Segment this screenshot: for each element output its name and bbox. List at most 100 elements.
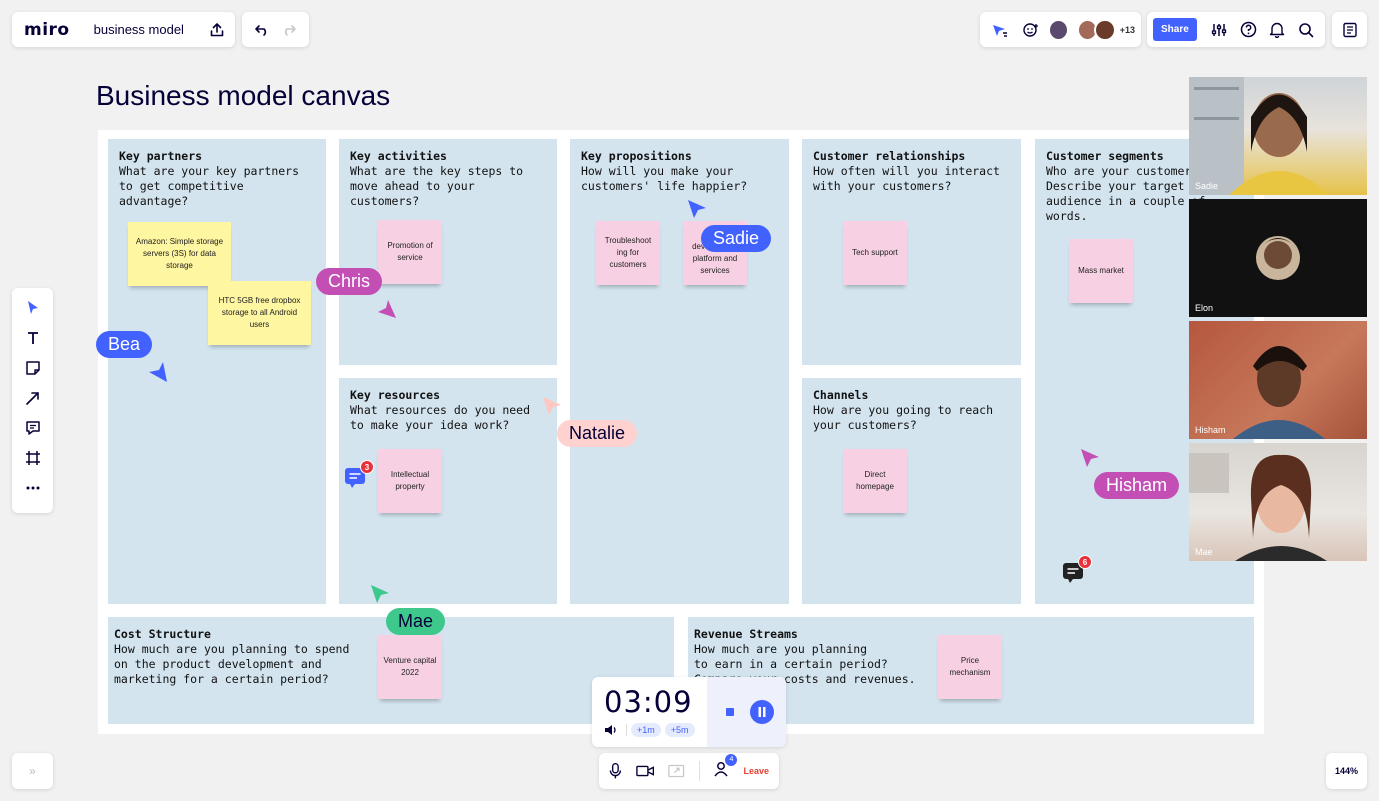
sticky-note[interactable]: Promotion of service xyxy=(378,220,442,284)
notes-icon[interactable] xyxy=(1332,12,1367,47)
section-title: Revenue Streams xyxy=(694,627,798,641)
redo-icon[interactable] xyxy=(276,15,304,45)
sticky-note[interactable]: Tech support xyxy=(843,221,907,285)
more-tools-icon[interactable] xyxy=(21,478,45,498)
section-key-propositions[interactable]: Key propositions How will you make your … xyxy=(570,139,789,604)
sticky-note[interactable]: Venture capital 2022 xyxy=(378,635,442,699)
cursor-label-sadie: Sadie xyxy=(701,225,772,252)
share-button[interactable]: Share xyxy=(1153,18,1197,41)
cursor-label-natalie: Natalie xyxy=(557,420,638,447)
more-collaborators-count[interactable]: +13 xyxy=(1119,24,1136,35)
export-icon[interactable] xyxy=(202,15,232,45)
section-description: How often will you interact with your cu… xyxy=(813,164,1000,193)
section-description: What are the key steps to move ahead to … xyxy=(350,164,524,208)
screen-share-icon[interactable] xyxy=(668,763,685,779)
follow-cursor-icon[interactable] xyxy=(986,15,1015,45)
pause-timer-icon[interactable] xyxy=(750,700,775,724)
section-title: Cost Structure xyxy=(114,627,211,641)
connection-line-tool-icon[interactable] xyxy=(21,388,45,408)
section-title: Key resources xyxy=(350,388,441,402)
video-tile[interactable]: Elon xyxy=(1189,199,1367,317)
section-description: How will you make your customers' life h… xyxy=(581,164,748,193)
section-description: How are you going to reach your customer… xyxy=(813,403,994,432)
participant-video xyxy=(1189,77,1329,195)
cursor-arrow-icon xyxy=(149,362,167,382)
comment-thread[interactable]: 3 xyxy=(344,460,374,494)
sticky-note[interactable]: Direct homepage xyxy=(843,449,907,513)
participant-name: Hisham xyxy=(1195,425,1226,435)
sticky-note-tool-icon[interactable] xyxy=(21,358,45,378)
leave-call-button[interactable]: Leave xyxy=(743,766,770,776)
cursor-arrow-icon xyxy=(371,585,389,603)
board-title[interactable]: Business model canvas xyxy=(96,80,391,111)
stop-timer-icon[interactable] xyxy=(718,700,742,724)
cursor-arrow-icon xyxy=(1081,449,1099,467)
section-key-resources[interactable]: Key resources What resources do you need… xyxy=(339,378,557,604)
miro-logo[interactable]: miro xyxy=(24,19,70,40)
participant-video xyxy=(1233,346,1325,439)
sticky-note[interactable]: HTC 5GB free dropbox storage to all Andr… xyxy=(208,281,311,345)
section-key-partners[interactable]: Key partners What are your key partners … xyxy=(108,139,326,604)
timer-display: 03:09 xyxy=(604,685,693,719)
sticky-note[interactable]: Mass market xyxy=(1069,239,1133,303)
comment-thread[interactable]: 6 xyxy=(1062,555,1092,589)
section-description: How much are you planning to spend on th… xyxy=(114,642,350,686)
participant-name: Elon xyxy=(1195,303,1214,313)
cursor-label-mae: Mae xyxy=(386,608,446,635)
section-title: Customer segments xyxy=(1046,149,1164,163)
board-header: miro business model xyxy=(12,12,235,47)
business-model-canvas: Key partners What are your key partners … xyxy=(98,130,1264,734)
section-title: Key partners xyxy=(119,149,203,163)
add-one-minute-button[interactable]: +1m xyxy=(631,723,661,737)
comment-icon xyxy=(1063,563,1083,583)
section-description: What are your key partners to get compet… xyxy=(119,164,300,208)
participant-name: Mae xyxy=(1195,547,1213,557)
sticky-note[interactable]: Amazon: Simple storage servers (3S) for … xyxy=(128,222,231,286)
camera-icon[interactable] xyxy=(636,764,654,778)
zoom-level[interactable]: 144% xyxy=(1326,753,1367,789)
section-title: Key propositions xyxy=(581,149,692,163)
section-description: How much are you planning to earn in a c… xyxy=(694,642,916,686)
comment-tool-icon[interactable] xyxy=(21,418,45,438)
settings-sliders-icon[interactable] xyxy=(1207,15,1232,45)
section-title: Channels xyxy=(813,388,869,402)
microphone-icon[interactable] xyxy=(609,762,622,780)
cursor-arrow-icon xyxy=(688,200,706,218)
collaborators-panel: +13 xyxy=(980,12,1141,47)
participant-avatar xyxy=(1256,236,1300,280)
video-tile[interactable]: Mae xyxy=(1189,443,1367,561)
search-icon[interactable] xyxy=(1294,15,1319,45)
cursor-label-chris: Chris xyxy=(316,268,383,295)
frame-tool-icon[interactable] xyxy=(21,448,45,468)
board-name[interactable]: business model xyxy=(93,22,184,37)
video-tile[interactable]: Sadie xyxy=(1189,77,1367,195)
reactions-icon[interactable] xyxy=(1017,15,1046,45)
participants-count-badge: 4 xyxy=(725,753,738,766)
text-tool-icon[interactable] xyxy=(21,328,45,348)
section-customer-relationships[interactable]: Customer relationships How often will yo… xyxy=(802,139,1021,365)
help-icon[interactable] xyxy=(1236,15,1261,45)
section-channels[interactable]: Channels How are you going to reach your… xyxy=(802,378,1021,604)
timer-widget: 03:09 +1m +5m xyxy=(592,677,786,747)
expand-panel-button[interactable]: » xyxy=(12,753,53,789)
avatar[interactable] xyxy=(1047,18,1070,41)
call-controls: 4 Leave xyxy=(599,753,779,789)
avatar[interactable] xyxy=(1094,18,1116,41)
board-actions-panel: Share xyxy=(1147,12,1325,47)
cursor-label-hisham: Hisham xyxy=(1094,472,1180,499)
volume-icon[interactable] xyxy=(604,724,618,736)
sticky-note[interactable]: Troubleshoot ing for customers xyxy=(596,221,660,285)
undo-icon[interactable] xyxy=(248,15,276,45)
notifications-bell-icon[interactable] xyxy=(1265,15,1290,45)
participant-video xyxy=(1189,453,1327,561)
add-five-minutes-button[interactable]: +5m xyxy=(664,723,695,737)
video-tile[interactable]: Hisham xyxy=(1189,321,1367,439)
sticky-note[interactable]: Price mechanism xyxy=(938,635,1002,699)
section-key-activities[interactable]: Key activities What are the key steps to… xyxy=(339,139,557,365)
participants-button[interactable]: 4 xyxy=(713,753,738,782)
select-tool-icon[interactable] xyxy=(21,298,45,318)
sticky-note[interactable]: Intellectual property xyxy=(378,449,442,513)
participant-name: Sadie xyxy=(1195,181,1219,191)
comment-count-badge: 3 xyxy=(360,460,374,474)
comment-icon xyxy=(345,468,365,488)
